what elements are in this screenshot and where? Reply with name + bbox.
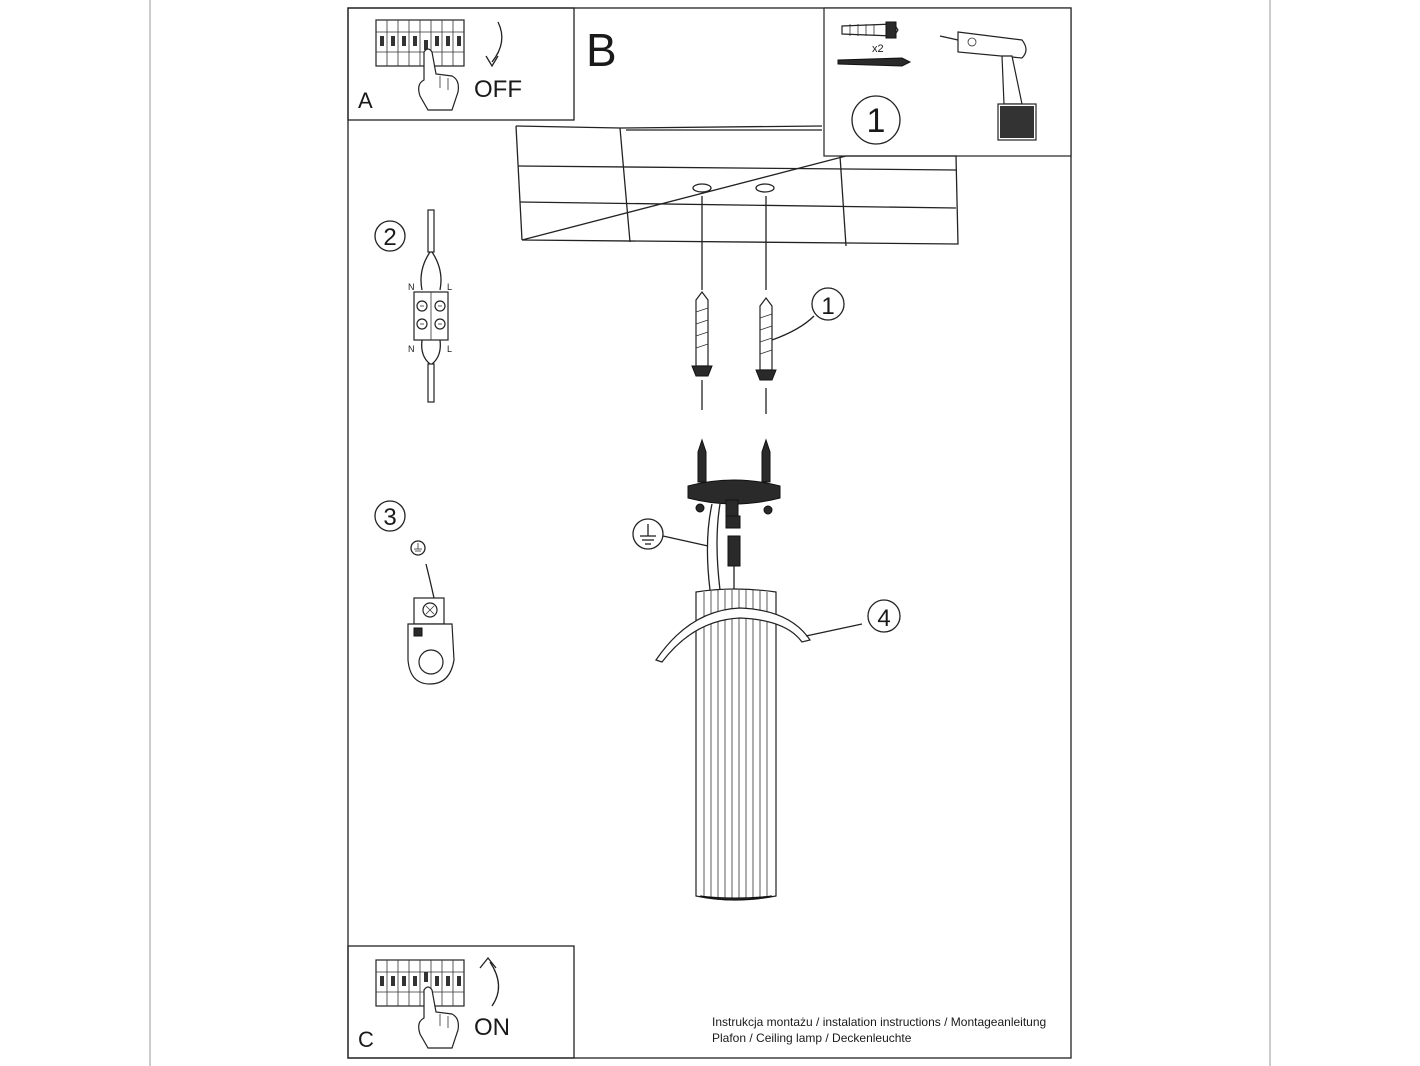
ceiling-hole-right [755, 183, 775, 193]
ceiling-icon [515, 125, 959, 247]
fuse-box-icon [375, 19, 465, 67]
footer-title: Instrukcja montażu / instalation instruc… [712, 1015, 1046, 1029]
panel-a-switch-text: OFF [474, 76, 522, 103]
panel-c-label: C [358, 1027, 374, 1052]
panel-c-box [347, 945, 575, 1059]
callout-1-number: 1 [821, 293, 834, 320]
hand-icon [418, 986, 459, 1049]
callout-4-number: 4 [877, 605, 890, 632]
fuse-box-icon [375, 959, 465, 1007]
main-frame [347, 7, 1072, 1059]
wall-plug-right [755, 297, 777, 381]
step-1-number: 1 [867, 102, 886, 140]
mounting-plate-icon [687, 479, 781, 517]
callout-2-circle [374, 220, 406, 252]
panel-b-label: B [586, 24, 617, 76]
wall-plug-left [691, 291, 713, 377]
connector-mark-n-bottom: N [408, 344, 415, 354]
hand-icon [418, 48, 459, 111]
quantity-label: x2 [872, 43, 884, 55]
callout-4-circle [867, 599, 901, 633]
lamp-cylinder-icon [695, 588, 777, 901]
screw-icon [837, 57, 912, 67]
ground-symbol-icon [632, 518, 709, 550]
ceiling-hole-left [692, 183, 712, 193]
screw-right [761, 438, 771, 483]
callout-3-circle [374, 500, 406, 532]
terminal-block-icon [413, 209, 449, 403]
connector-mark-n-top: N [408, 282, 415, 292]
panel-c: C ON [347, 945, 575, 1059]
arrow-down-icon [485, 21, 503, 68]
panel-a-box [347, 7, 575, 121]
wall-plug-icon [841, 21, 899, 39]
step-1-circle [851, 95, 901, 145]
mounting-band [655, 607, 811, 663]
connector-mark-l-top: L [447, 282, 452, 292]
panel-c-switch-text: ON [474, 1014, 510, 1041]
screw-left [697, 438, 707, 483]
drill-icon [939, 31, 1037, 141]
tools-box: x2 1 [823, 7, 1072, 157]
footer-subtitle: Plafon / Ceiling lamp / Deckenleuchte [712, 1031, 912, 1045]
arrow-up-icon [479, 956, 500, 1007]
callout-3-number: 3 [383, 504, 396, 531]
callout-1-circle [811, 287, 845, 321]
panel-a-label: A [358, 88, 373, 113]
panel-a: A OFF [347, 7, 575, 121]
ground-clamp-icon [407, 563, 455, 685]
callout-2-number: 2 [383, 224, 396, 251]
connector-mark-l-bottom: L [447, 344, 452, 354]
ground-symbol-small-icon [410, 540, 426, 556]
